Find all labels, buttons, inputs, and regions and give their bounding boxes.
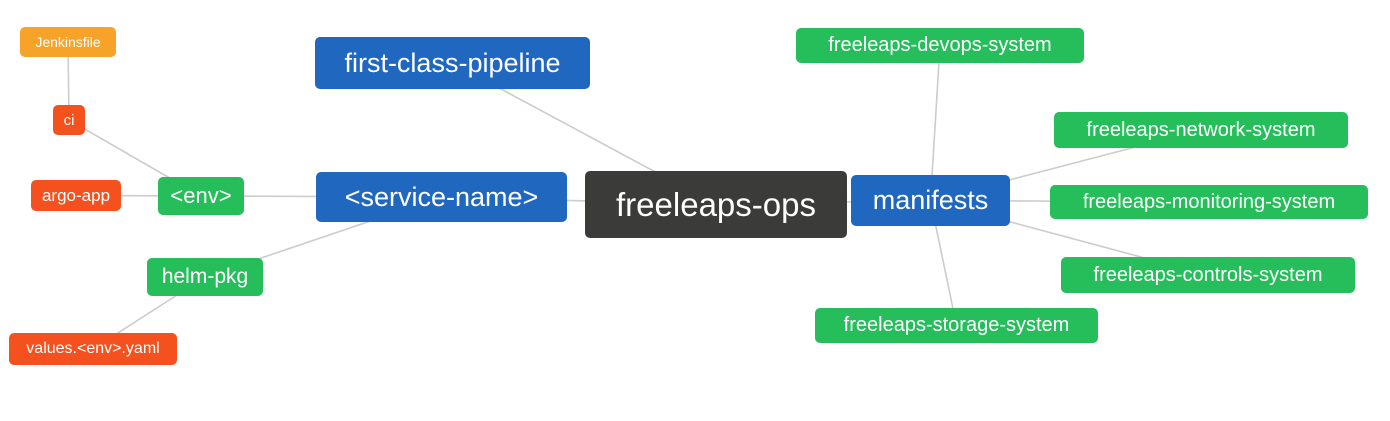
node-helm-pkg[interactable]: helm-pkg — [147, 258, 263, 296]
node-values-env-yaml[interactable]: values.<env>.yaml — [9, 333, 177, 365]
node-ci[interactable]: ci — [53, 105, 85, 135]
edge-manifests-devops-system — [929, 45, 941, 201]
node-freeleaps-network-system[interactable]: freeleaps-network-system — [1054, 112, 1348, 148]
node-freeleaps-ops[interactable]: freeleaps-ops — [585, 171, 847, 238]
node-freeleaps-controls-system[interactable]: freeleaps-controls-system — [1061, 257, 1355, 293]
node-service-name[interactable]: <service-name> — [316, 172, 567, 222]
node-argo-app[interactable]: argo-app — [31, 180, 121, 211]
node-jenkinsfile[interactable]: Jenkinsfile — [20, 27, 116, 57]
node-freeleaps-storage-system[interactable]: freeleaps-storage-system — [815, 308, 1098, 343]
node-manifests[interactable]: manifests — [851, 175, 1010, 226]
node-freeleaps-devops-system[interactable]: freeleaps-devops-system — [796, 28, 1084, 63]
node-freeleaps-monitoring-system[interactable]: freeleaps-monitoring-system — [1050, 185, 1368, 219]
node-env[interactable]: <env> — [158, 177, 244, 215]
node-first-class-pipeline[interactable]: first-class-pipeline — [315, 37, 590, 89]
